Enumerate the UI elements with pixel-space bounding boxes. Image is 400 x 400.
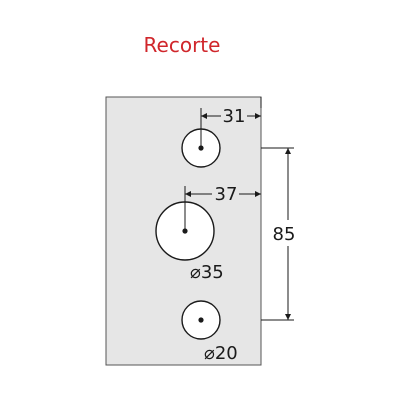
dim-85-label: 85 xyxy=(273,224,296,245)
dim-31-arrow-left xyxy=(201,113,207,119)
diameter-35-symbol: ⌀ xyxy=(190,262,201,283)
dim-85-arrow-bottom xyxy=(285,314,291,320)
dim-37-arrow-right xyxy=(255,191,261,197)
dim-37-arrow-left xyxy=(185,191,191,197)
diameter-20-value: 20 xyxy=(215,343,238,364)
diagram-title: Recorte xyxy=(143,33,221,57)
dim-37-label: 37 xyxy=(215,184,238,205)
dim-85-arrow-top xyxy=(285,148,291,154)
diameter-20-symbol: ⌀ xyxy=(204,343,215,364)
diameter-20-label: ⌀20 xyxy=(204,343,238,364)
diameter-35-label: ⌀35 xyxy=(190,262,224,283)
bottom-hole-center xyxy=(198,317,204,323)
dim-31-label: 31 xyxy=(223,106,246,127)
dim-31-arrow-right xyxy=(255,113,261,119)
diameter-35-value: 35 xyxy=(201,262,224,283)
